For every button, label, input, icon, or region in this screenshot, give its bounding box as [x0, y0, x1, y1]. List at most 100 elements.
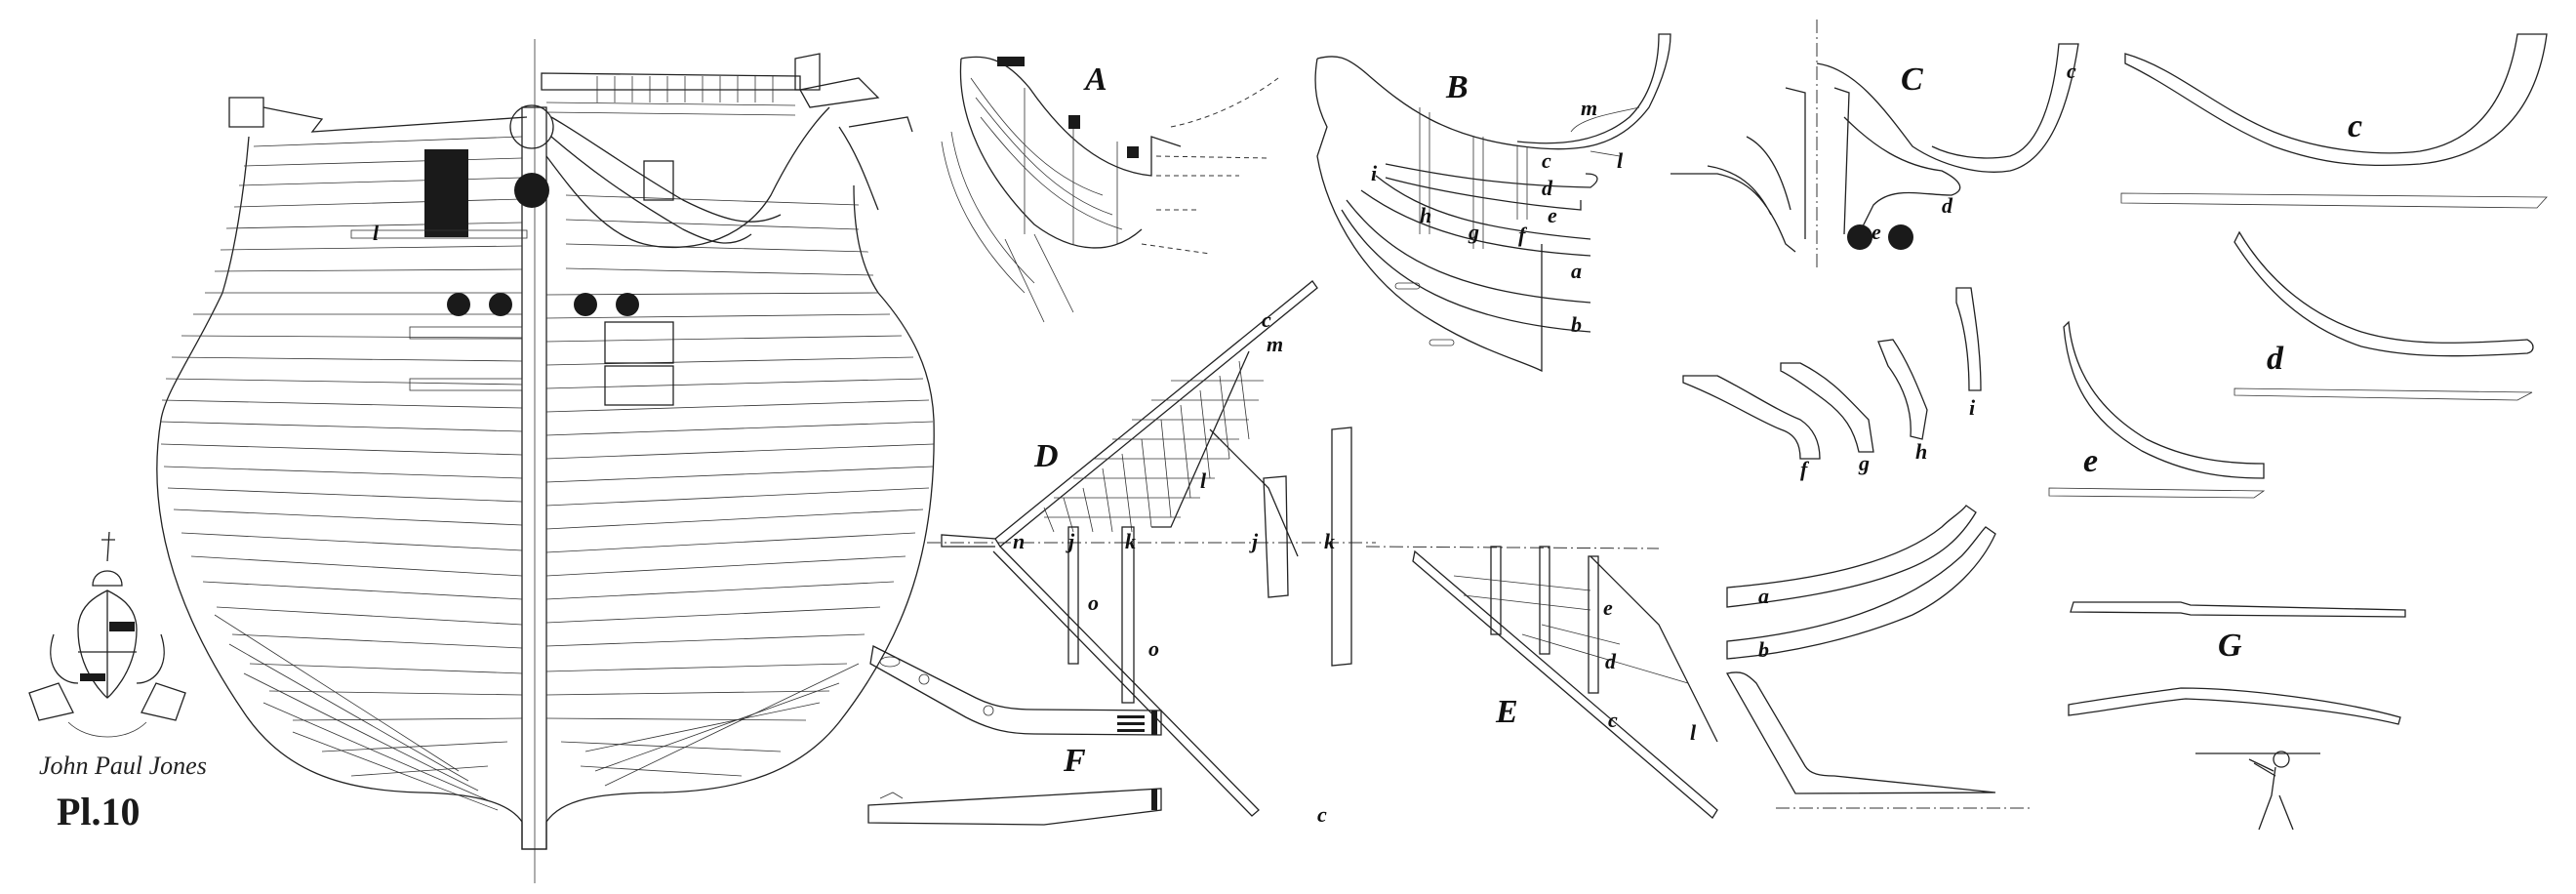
bracket-label: i: [1969, 395, 1976, 420]
head-rail-upper: [550, 116, 782, 223]
detail-g: G: [2068, 601, 2406, 831]
rail-stanchions: [545, 76, 796, 116]
crest-motto-ribbon: [67, 721, 147, 738]
fashion-piece: [350, 229, 528, 239]
detail-c-label: e: [1872, 220, 1881, 244]
detail-d-label: j: [1249, 529, 1259, 553]
main-hull-view: l: [156, 39, 935, 883]
cathead: [798, 77, 880, 108]
detail-c-title: C: [1901, 61, 1923, 98]
detail-d-label: n: [1013, 529, 1025, 553]
rail-label: d: [2267, 341, 2284, 377]
detail-e-label: l: [1690, 720, 1697, 745]
detail-b-label: g: [1468, 220, 1479, 244]
planking-left: [159, 136, 523, 811]
detail-g-title: G: [2218, 628, 2242, 664]
label-l: l: [373, 221, 380, 245]
crest-stag: [101, 531, 115, 562]
port-hole: [1847, 224, 1872, 250]
detail-f-cathead-top: [869, 645, 1162, 736]
scale-figure: [2248, 751, 2294, 831]
detail-d-label: o: [1148, 636, 1159, 661]
detail-d-head-rail-c: [994, 280, 1318, 548]
detail-a-block: [1068, 115, 1080, 129]
cutwater-step: [604, 365, 674, 406]
detail-b-label: f: [1518, 223, 1528, 247]
detail-d-title: D: [1033, 438, 1059, 474]
detail-b-label: d: [1542, 176, 1553, 200]
detail-d-label: k: [1324, 529, 1335, 553]
bracket-label: h: [1915, 439, 1927, 464]
detail-a: A: [941, 56, 1279, 323]
detail-d-label: c: [1262, 307, 1271, 332]
head-rail-lower: [550, 136, 752, 244]
wale-step: [409, 326, 523, 340]
lion-figurehead: [509, 104, 554, 149]
detail-a-rail: [960, 56, 1182, 177]
detail-a-block: [1127, 146, 1139, 158]
detail-b-hull: [1314, 58, 1543, 373]
detail-e-title: E: [1495, 694, 1518, 730]
detail-b-label: i: [1371, 161, 1378, 185]
detail-e-label: e: [1603, 595, 1613, 620]
port-hole: [616, 293, 639, 316]
brackets-fghi: f g h i: [1682, 287, 1982, 481]
port-hole: [1888, 224, 1913, 250]
port-hole: [447, 293, 470, 316]
detail-b-label: h: [1420, 203, 1431, 227]
detail-e: E e d c l: [1365, 546, 1718, 819]
detail-b: B m c l d e f g h i a b: [1314, 33, 1671, 373]
detail-a-title: A: [1083, 61, 1107, 98]
detail-d-label: k: [1125, 529, 1136, 553]
detail-d-label: l: [1200, 468, 1207, 493]
detail-e-label: d: [1605, 649, 1617, 673]
detail-a-block: [997, 57, 1025, 66]
rail-label: e: [2083, 443, 2098, 479]
detail-e-label: c: [1608, 708, 1618, 732]
detail-f-title: F: [1063, 743, 1086, 779]
detail-b-title: B: [1445, 69, 1469, 105]
bowsprit-bitts: [794, 53, 821, 91]
forecastle-rail: [541, 72, 801, 91]
detail-c: C c d e: [1670, 20, 2079, 268]
wale-step: [409, 378, 523, 391]
detail-f-cathead-side: [867, 788, 1162, 826]
detail-c-label: d: [1942, 193, 1953, 218]
detail-d: D c m l n j k j k o o c: [927, 280, 1376, 827]
detail-f: F: [867, 645, 1162, 826]
detail-b-label: b: [1571, 312, 1582, 337]
bracket-label: g: [1858, 451, 1870, 475]
cutwater-step: [604, 321, 674, 364]
crest-shield: [77, 589, 138, 699]
anchor-stowage: [838, 116, 913, 211]
taffrail: [262, 106, 528, 133]
detail-d-label: c: [1317, 802, 1327, 827]
john-paul-jones-crest: [28, 531, 186, 738]
detail-ab: a b: [1725, 505, 2030, 809]
stern-post: [521, 106, 547, 850]
detail-d-label: m: [1267, 332, 1283, 356]
detail-c-label: c: [2067, 59, 2076, 83]
stern-window: [424, 149, 468, 237]
bracket-label: f: [1800, 457, 1810, 481]
head-grating-door: [643, 160, 674, 201]
signature: John Paul Jones: [39, 752, 207, 780]
detail-b-label: e: [1548, 203, 1557, 227]
crest-flags: [28, 682, 186, 721]
ab-label: b: [1758, 637, 1769, 662]
ab-label: a: [1758, 584, 1769, 608]
detail-b-label: a: [1571, 259, 1582, 283]
detail-d-label: j: [1066, 529, 1075, 553]
plate-number: Pl.10: [57, 790, 141, 833]
detail-a-hull: [959, 58, 1143, 249]
head-knee: [545, 106, 830, 249]
detail-d-label: o: [1088, 590, 1099, 615]
crest-helmet: [92, 570, 123, 587]
planking-right: [545, 194, 935, 787]
detail-b-label: m: [1581, 96, 1597, 120]
detail-b-label: l: [1617, 148, 1624, 173]
detail-b-label: c: [1542, 148, 1551, 173]
transom-beam: [228, 97, 264, 128]
crest-dolphins: [50, 633, 165, 684]
